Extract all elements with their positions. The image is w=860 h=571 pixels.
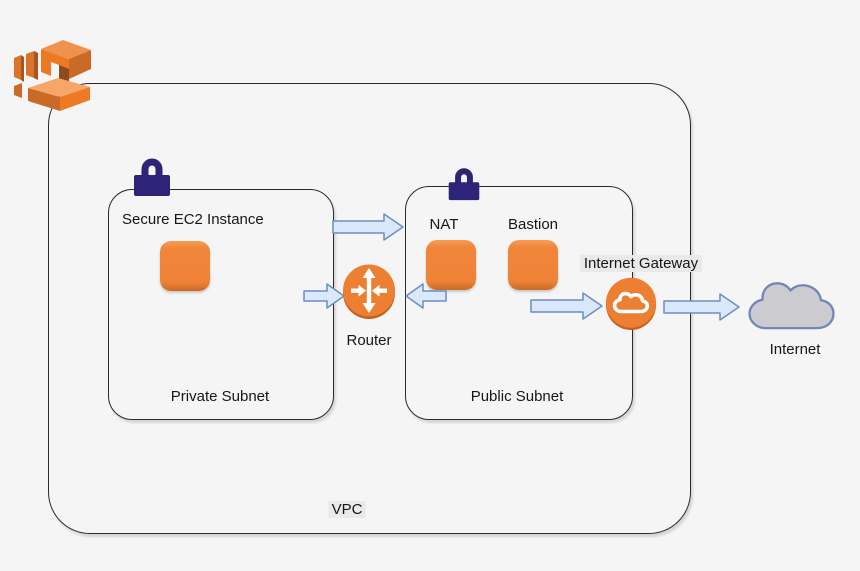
public-subnet-lock-icon	[448, 168, 480, 201]
router-icon	[343, 264, 395, 319]
bastion-label: Bastion	[507, 216, 559, 233]
ec2-instance-label: Secure EC2 Instance	[122, 211, 264, 228]
arrow-private-subnet-to-router	[303, 283, 345, 309]
private-subnet-box	[108, 189, 334, 420]
nat-instance-icon	[426, 240, 476, 290]
public-subnet-label: Public Subnet	[470, 388, 564, 405]
arrow-ec2-to-nat	[332, 213, 404, 241]
internet-gateway-label: Internet Gateway	[579, 255, 703, 272]
router-label: Router	[346, 332, 392, 349]
arrow-bastion-to-internet-gateway	[530, 292, 603, 320]
aws-vpc-cube-icon	[14, 40, 91, 111]
vpc-label: VPC	[328, 501, 366, 518]
internet-cloud-icon	[748, 282, 835, 330]
internet-gateway-icon	[606, 277, 656, 330]
ec2-instance-icon	[160, 241, 210, 291]
arrow-internet-gateway-to-internet	[663, 293, 740, 321]
arrow-public-subnet-to-router	[405, 283, 447, 309]
private-subnet-lock-icon	[134, 158, 170, 196]
internet-label: Internet	[769, 341, 821, 358]
nat-label: NAT	[429, 216, 459, 233]
private-subnet-label: Private Subnet	[170, 388, 270, 405]
bastion-instance-icon	[508, 240, 558, 290]
